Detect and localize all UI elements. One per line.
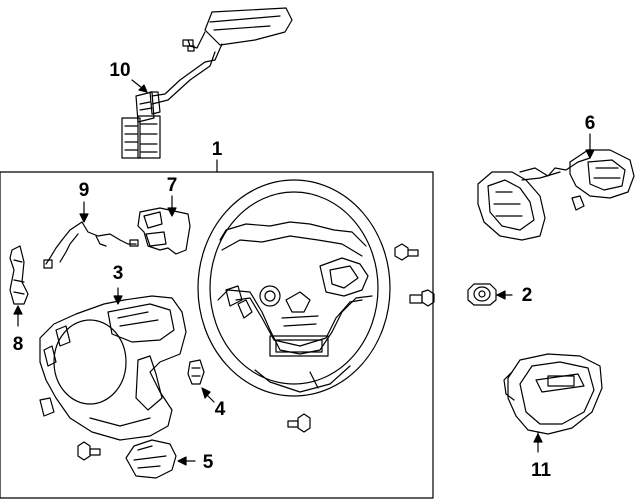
part-4-clip	[188, 360, 214, 402]
callout-number-7: 7	[166, 175, 178, 196]
callout-number-11: 11	[530, 460, 552, 481]
part-11-airbag-module	[504, 354, 602, 452]
part-6-control-switch-assembly	[478, 134, 634, 240]
callout-number-3: 3	[112, 263, 124, 284]
callout-number-6: 6	[584, 113, 596, 134]
part-5-switch	[126, 440, 195, 478]
part-8-bracket	[10, 246, 28, 326]
part-9-wire-harness	[44, 202, 138, 268]
bolt-upper-right	[395, 244, 418, 260]
part-3-steering-cover	[40, 288, 186, 440]
callout-number-4: 4	[214, 399, 226, 420]
callout-number-1: 1	[211, 139, 223, 160]
callout-number-9: 9	[78, 180, 90, 201]
callout-number-2: 2	[521, 285, 533, 306]
assembly-bracket-box	[0, 171, 434, 499]
part-2-nut	[468, 284, 512, 305]
callout-number-10: 10	[109, 60, 131, 81]
part-1-steering-wheel	[198, 180, 390, 396]
bolt-lower-center	[288, 414, 310, 432]
part-7-bracket	[138, 196, 190, 254]
callout-number-5: 5	[202, 452, 214, 473]
part-10-clock-spring-harness	[122, 8, 292, 158]
callout-number-8: 8	[12, 334, 24, 355]
bolt-lower-left	[78, 442, 100, 460]
bolt-right	[410, 290, 434, 306]
